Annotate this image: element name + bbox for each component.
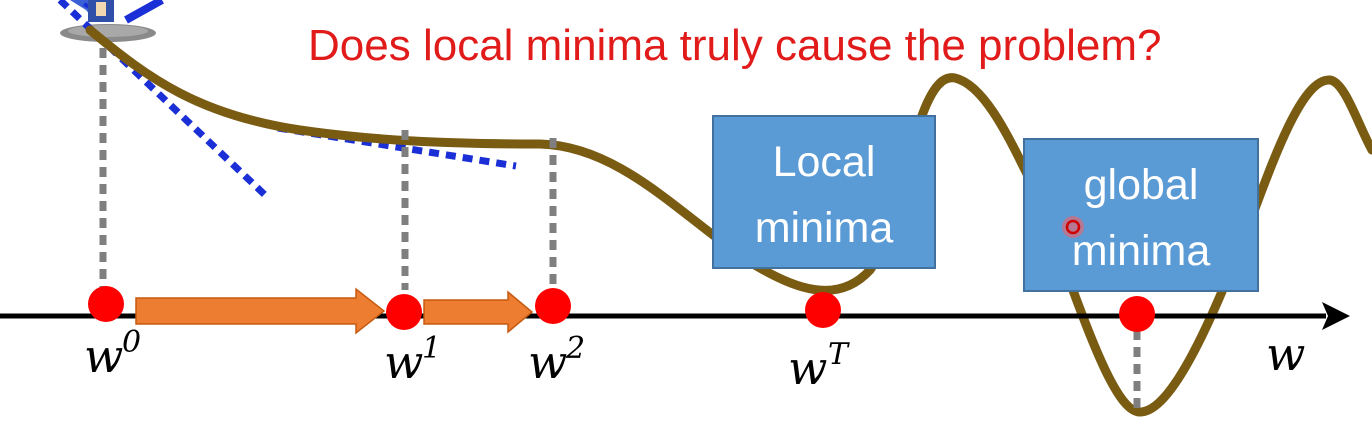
- label-wT: w T: [788, 337, 850, 395]
- global-minima-box: global minima: [1023, 138, 1259, 292]
- cursor-pointer-icon: [1062, 216, 1084, 238]
- point-w2: [535, 288, 571, 324]
- axis-label-w: w: [1266, 327, 1305, 381]
- svg-text:w: w: [788, 341, 827, 395]
- character-icon: [60, 0, 164, 42]
- svg-text:2: 2: [565, 331, 585, 366]
- point-w1: [386, 294, 422, 330]
- svg-text:minima: minima: [755, 204, 894, 252]
- point-wT: [805, 292, 841, 328]
- label-w2: w 2: [528, 331, 585, 389]
- svg-text:w: w: [84, 329, 123, 383]
- w-axis-arrowhead: [1322, 302, 1350, 330]
- slide-title: Does local minima truly cause the proble…: [308, 21, 1162, 70]
- step-arrow-2: [423, 290, 534, 334]
- step-arrow-1: [135, 287, 386, 335]
- local-minima-box: Local minima: [712, 115, 936, 269]
- label-w0: w 0: [84, 325, 141, 383]
- point-w0: [88, 286, 124, 322]
- svg-text:w: w: [528, 335, 567, 389]
- svg-text:T: T: [828, 337, 850, 372]
- svg-text:global: global: [1084, 161, 1199, 209]
- svg-text:minima: minima: [1072, 227, 1211, 275]
- svg-text:1: 1: [422, 331, 441, 366]
- svg-text:Local: Local: [773, 138, 876, 186]
- svg-text:w: w: [384, 335, 423, 389]
- svg-text:0: 0: [122, 325, 141, 360]
- label-w1: w 1: [384, 331, 441, 389]
- tangent-line-w0: [57, 0, 268, 198]
- point-global: [1119, 296, 1155, 332]
